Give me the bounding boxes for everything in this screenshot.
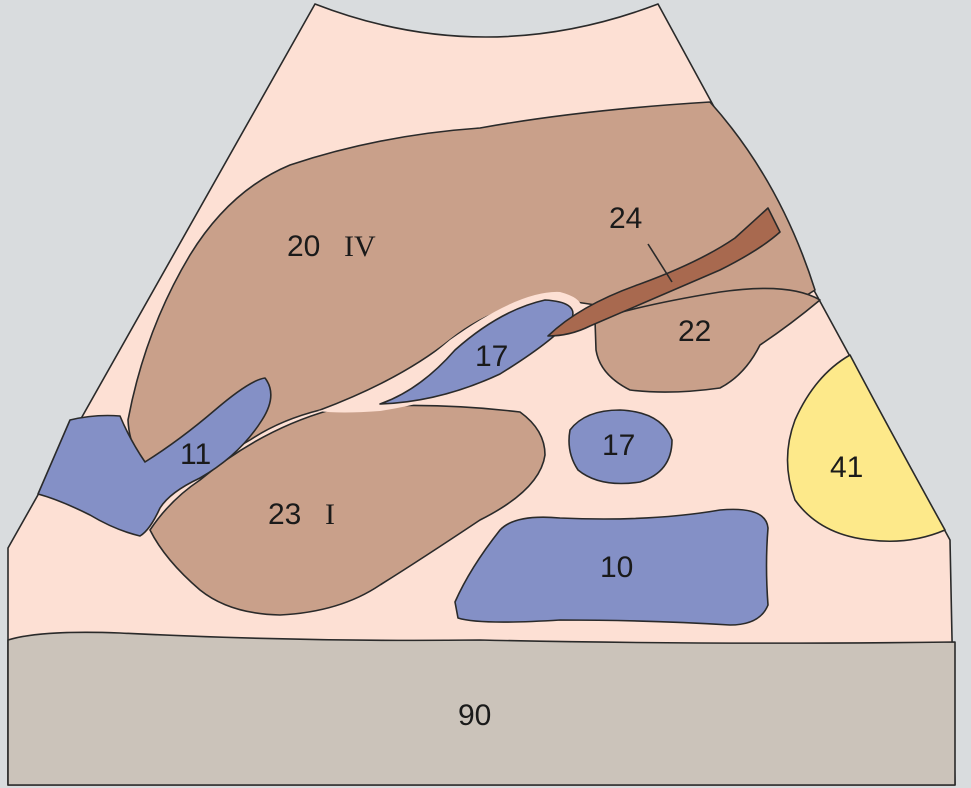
label-liver-right: 22 bbox=[678, 315, 711, 348]
caudate-lobe bbox=[149, 404, 546, 616]
label-portal-vein-upper: 17 bbox=[475, 340, 508, 373]
label-spine: 90 bbox=[458, 699, 491, 732]
label-aorta: 10 bbox=[600, 551, 633, 584]
liver-right-lobe bbox=[594, 287, 821, 393]
label-liver-segment-iv-roman: IV bbox=[344, 230, 376, 263]
label-caudate-lobe-number: 23 bbox=[268, 498, 301, 531]
label-caudate-lobe-roman: I bbox=[325, 498, 335, 531]
label-portal-vein-lower: 17 bbox=[602, 429, 635, 462]
portal-vein-upper bbox=[379, 299, 574, 405]
label-ligament: 24 bbox=[609, 202, 642, 235]
portal-vein-lower bbox=[568, 409, 673, 485]
label-liver-segment-iv-number: 20 bbox=[287, 230, 320, 263]
ligament bbox=[547, 207, 781, 337]
label-vena-cava: 11 bbox=[180, 438, 211, 471]
spine-region bbox=[7, 631, 956, 786]
gallbladder bbox=[786, 354, 946, 543]
ligament-leader-line bbox=[647, 243, 673, 283]
vena-cava bbox=[37, 377, 272, 537]
aorta bbox=[454, 508, 769, 626]
label-gallbladder: 41 bbox=[830, 451, 863, 484]
